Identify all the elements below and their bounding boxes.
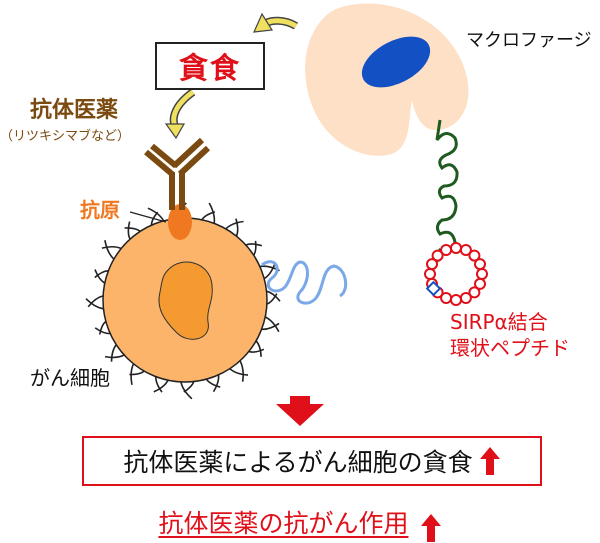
cancer-cell-spike [261, 322, 280, 331]
antibody-icon [144, 137, 211, 210]
cancer-cell-spike [245, 243, 263, 247]
cancer-cell-spike [235, 218, 239, 237]
cancer-cell-spike [264, 316, 280, 333]
cancer-cell-spike [225, 220, 244, 230]
cancer-cell-spike [255, 340, 262, 357]
peptide-bead [431, 249, 444, 262]
peptide-bead [474, 258, 486, 271]
sirp-alpha-receptor [435, 119, 459, 263]
cancer-cell-spike [266, 290, 281, 302]
macrophage-label: マクロファージ [466, 30, 592, 51]
cancer-cell-spike [147, 207, 165, 222]
cancer-cell-spike [266, 293, 278, 305]
peptide-bead [440, 292, 453, 304]
peptide-bead [426, 258, 438, 271]
cancer-cell-spike [124, 227, 141, 232]
cancer-cell-spike [94, 269, 106, 284]
cancer-cell-spike [229, 368, 249, 376]
cancer-cell-spike [94, 327, 111, 335]
cancer-cell-spike [104, 354, 125, 359]
cancer-cell-spike [85, 298, 104, 310]
antigen-pointer [129, 211, 167, 223]
peptide-bead [424, 268, 436, 280]
peptide-bead [474, 277, 486, 290]
antigen-label: 抗原 [80, 198, 120, 222]
phagocytosis-label: 貪食 [178, 51, 241, 85]
cd47-protein [261, 260, 348, 305]
cancer-cell-spike [180, 381, 193, 400]
up-arrow-icon [420, 513, 441, 542]
cancer-cell-spike [127, 221, 131, 240]
cancer-cell-spike [205, 378, 221, 388]
cancer-cell [85, 202, 281, 400]
result-label: 抗体医薬によるがん細胞の貪食 [123, 448, 473, 477]
macrophage-nucleus [361, 36, 431, 88]
effect-label: 抗体医薬の抗がん作用 [158, 509, 409, 538]
cancer-cell-spike [104, 240, 115, 260]
antibody-drug-label: 抗体医薬 [30, 98, 119, 123]
peptide-label-line2: 環状ペプチド [450, 336, 570, 360]
cancer-cell-spike [248, 348, 265, 353]
cancer-cell-spike [239, 360, 244, 382]
antibody-examples-label: （リツキシマブなど） [0, 129, 131, 144]
cancer-cell-label: がん細胞 [30, 366, 110, 390]
cancer-cell-nucleus [158, 261, 213, 340]
peptide-bead [440, 244, 453, 256]
peptide-bead [468, 286, 481, 299]
peptide-bead [459, 244, 472, 256]
antigen-icon [168, 204, 192, 240]
peptide-bead [459, 292, 472, 304]
up-arrow-icon [479, 447, 500, 475]
cancer-cell-spike [94, 270, 109, 279]
down-arrow-icon [276, 396, 324, 426]
result-box: 抗体医薬によるがん細胞の貪食 [82, 436, 542, 486]
peptide-bead [468, 249, 481, 262]
peptide-bead [450, 294, 462, 306]
peptide-label-line1: SIRPα結合 [450, 310, 548, 334]
cancer-cell-spike [87, 295, 104, 308]
cancer-cell-spike [253, 240, 257, 256]
peptide-binding-site [425, 280, 442, 297]
cancer-cell-spike [130, 363, 135, 385]
cancer-cell-spike [208, 202, 216, 224]
effect-line: 抗体医薬の抗がん作用 [0, 504, 600, 543]
phagocytosis-box: 貪食 [155, 42, 265, 90]
cyclic-peptide [424, 242, 488, 306]
cancer-cell-spike [154, 376, 163, 393]
cancer-cell-spike [212, 374, 220, 393]
cancer-cell-spike [101, 245, 122, 250]
cancer-cell-spike [263, 263, 276, 280]
cancer-cell-spike [153, 379, 169, 393]
peptide-bead [450, 242, 462, 254]
cancer-cell-spike [98, 320, 107, 335]
cancer-cell-spike [110, 344, 117, 362]
peptide-bead [476, 268, 488, 280]
